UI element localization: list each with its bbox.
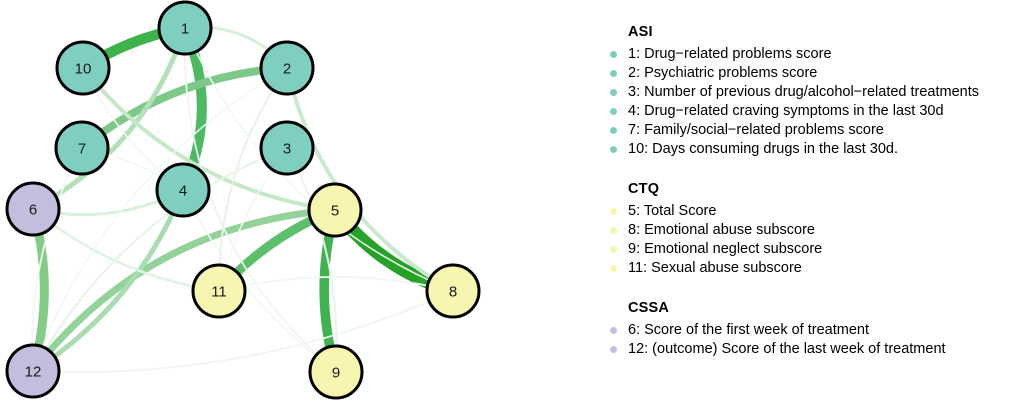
legend-bullet-icon bbox=[610, 327, 617, 334]
graph-node-5[interactable]: 5 bbox=[307, 182, 363, 238]
legend-group-title: ASI bbox=[628, 24, 653, 40]
legend-item-label: 4: Drug−related craving symptoms in the … bbox=[628, 103, 944, 119]
graph-node-11[interactable]: 11 bbox=[191, 263, 247, 319]
legend-bullet-icon bbox=[610, 70, 617, 77]
graph-edge bbox=[183, 27, 337, 373]
graph-node-9[interactable]: 9 bbox=[308, 344, 364, 400]
legend-bullet-icon bbox=[610, 51, 617, 58]
graph-edge bbox=[30, 25, 188, 212]
graph-node-1[interactable]: 1 bbox=[157, 0, 213, 56]
node-circle[interactable] bbox=[259, 120, 315, 176]
node-circle[interactable] bbox=[259, 40, 315, 96]
node-circle[interactable] bbox=[308, 344, 364, 400]
legend-item-label: 8: Emotional abuse subscore bbox=[628, 222, 815, 238]
legend-bullet-icon bbox=[610, 246, 617, 253]
graph-edge bbox=[32, 290, 454, 373]
legend-item-label: 9: Emotional neglect subscore bbox=[628, 241, 823, 257]
node-circle[interactable] bbox=[425, 263, 481, 319]
legend-item-label: 3: Number of previous drug/alcohol−relat… bbox=[628, 84, 980, 100]
graph-edge bbox=[217, 67, 288, 292]
graph-node-8[interactable]: 8 bbox=[425, 263, 481, 319]
legend-item-label: 12: (outcome) Score of the last week of … bbox=[628, 341, 946, 357]
graph-node-10[interactable]: 10 bbox=[55, 40, 111, 96]
graph-node-7[interactable]: 7 bbox=[54, 120, 110, 176]
legend-item-label: 11: Sexual abuse subscore bbox=[628, 260, 802, 276]
node-circle[interactable] bbox=[191, 263, 247, 319]
legend-bullet-icon bbox=[610, 346, 617, 353]
legend-bullet-icon bbox=[610, 89, 617, 96]
legend-item-label: 2: Psychiatric problems score bbox=[628, 65, 818, 81]
graph-node-4[interactable]: 4 bbox=[155, 162, 211, 218]
graph-node-12[interactable]: 12 bbox=[5, 343, 61, 399]
legend-bullet-icon bbox=[610, 265, 617, 272]
node-circle[interactable] bbox=[55, 40, 111, 96]
graph-edge bbox=[30, 187, 186, 374]
legend-bullet-icon bbox=[610, 146, 617, 153]
node-circle[interactable] bbox=[157, 0, 213, 56]
legend-bullet-icon bbox=[610, 127, 617, 134]
legend-bullet-icon bbox=[610, 108, 617, 115]
legend-bullet-icon bbox=[610, 208, 617, 215]
legend-panel: ASI 1: Drug−related problems score 2: Psyc… bbox=[606, 0, 1024, 420]
graph-edge bbox=[182, 189, 337, 373]
graph-edge bbox=[32, 67, 288, 372]
legend-item-label: 1: Drug−related problems score bbox=[628, 46, 832, 62]
legend-bullet-icon bbox=[610, 227, 617, 234]
legend-item-label: 7: Family/social−related problems score bbox=[628, 122, 884, 138]
graph-edge bbox=[81, 66, 337, 212]
graph-node-6[interactable]: 6 bbox=[5, 181, 61, 237]
legend-group-title: CSSA bbox=[628, 300, 670, 316]
graph-edge bbox=[78, 64, 291, 152]
node-circle[interactable] bbox=[5, 343, 61, 399]
graph-edge bbox=[184, 27, 454, 292]
node-circle[interactable] bbox=[5, 181, 61, 237]
graph-edge bbox=[285, 66, 455, 293]
node-circle[interactable] bbox=[155, 162, 211, 218]
node-circle[interactable] bbox=[54, 120, 110, 176]
graph-edge bbox=[29, 206, 339, 375]
graph-edge bbox=[218, 276, 454, 292]
node-circle[interactable] bbox=[307, 182, 363, 238]
graph-node-3[interactable]: 3 bbox=[259, 120, 315, 176]
legend-item-label: 5: Total Score bbox=[628, 203, 717, 219]
legend-item-label: 6: Score of the first week of treatment bbox=[628, 322, 869, 338]
legend-group-title: CTQ bbox=[628, 181, 660, 197]
graph-edge bbox=[286, 147, 338, 373]
graph-edge bbox=[31, 147, 83, 372]
graph-node-2[interactable]: 2 bbox=[259, 40, 315, 96]
graph-edge bbox=[32, 147, 288, 372]
legend-item-label: 10: Days consuming drugs in the last 30d… bbox=[628, 141, 899, 157]
